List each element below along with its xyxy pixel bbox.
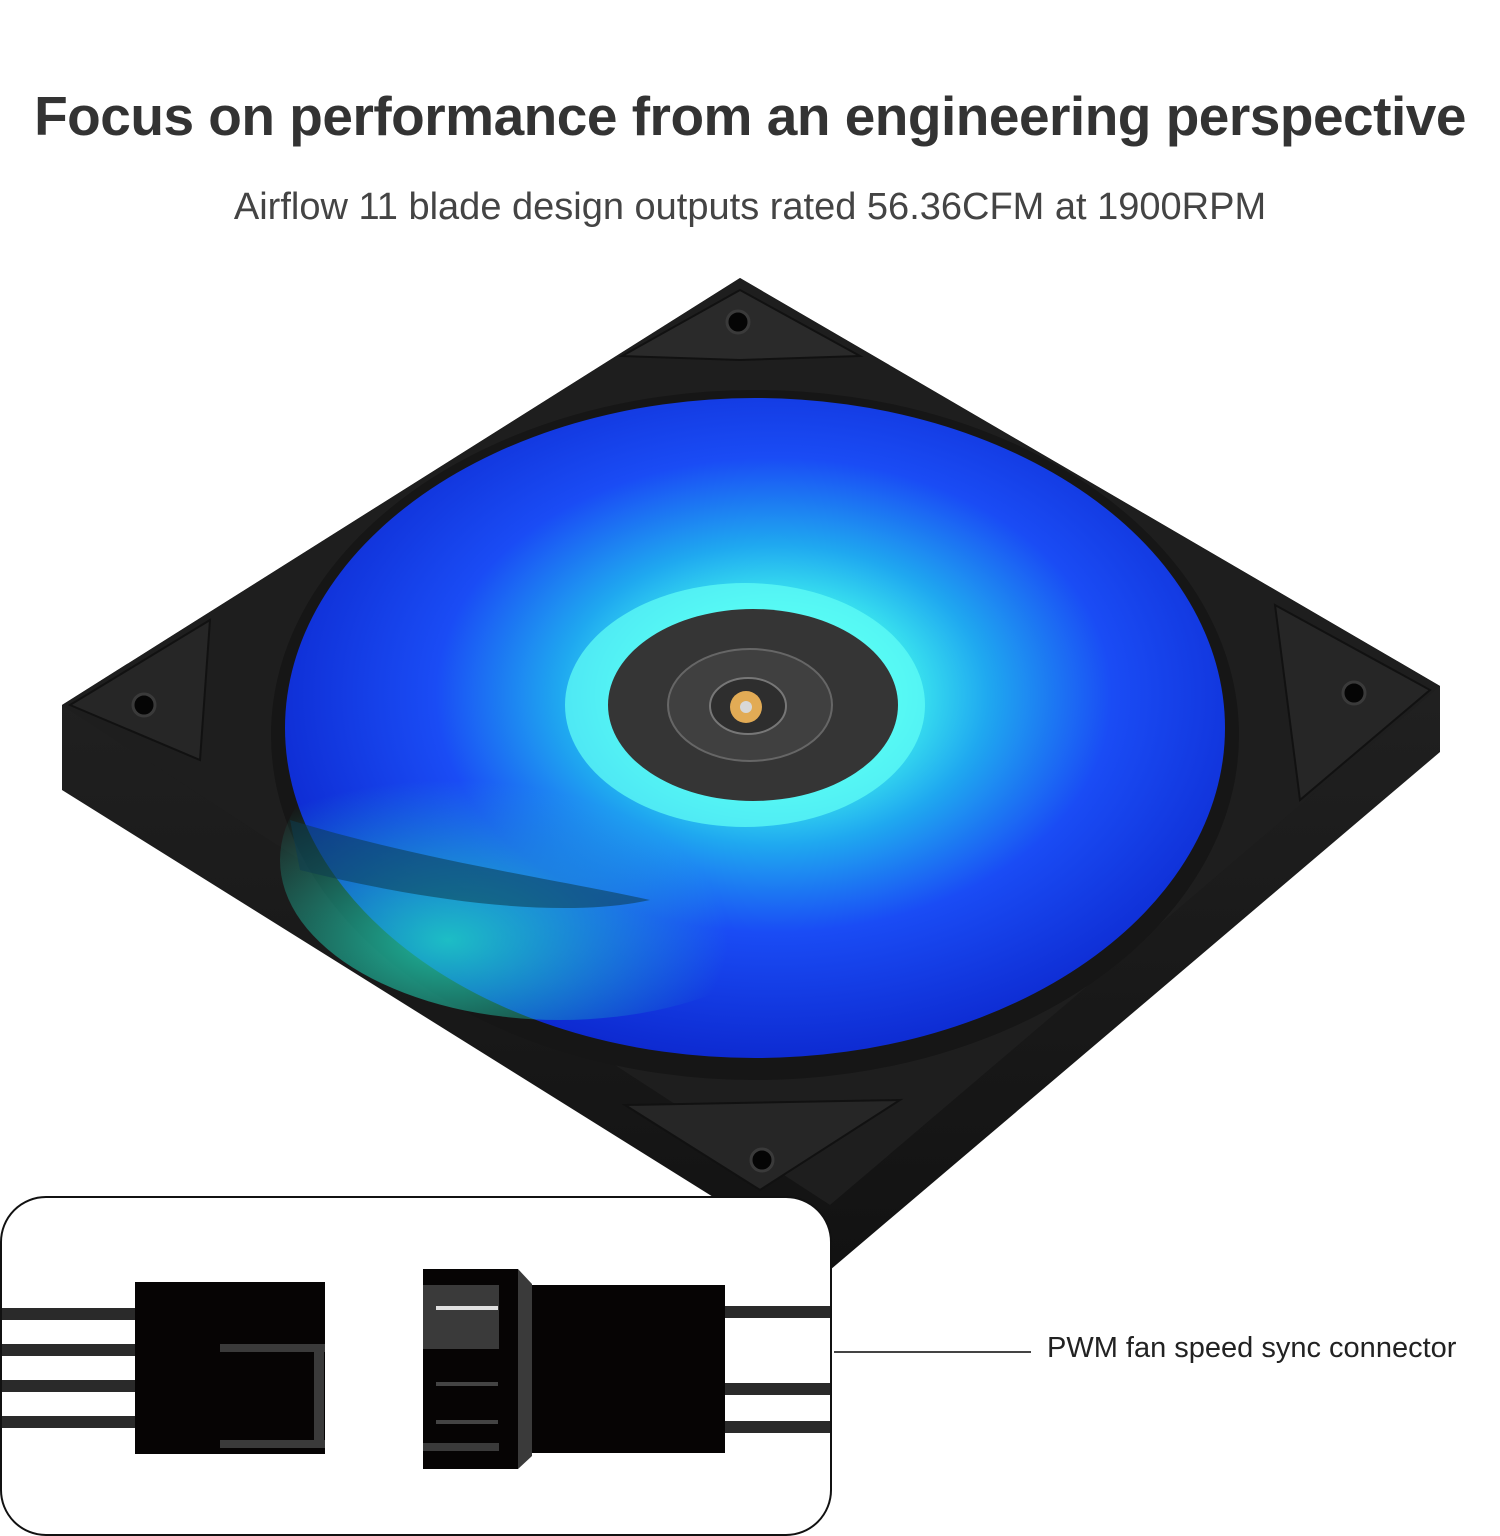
page-subtitle: Airflow 11 blade design outputs rated 56… <box>233 186 1267 228</box>
connector-callout <box>0 1196 832 1536</box>
connector-icon <box>2 1269 830 1469</box>
connector-label: PWM fan speed sync connector <box>1047 1332 1457 1364</box>
leader-line <box>834 1351 1031 1353</box>
fan-icon <box>62 278 1440 1270</box>
page-title: Focus on performance from an engineering… <box>34 85 1466 147</box>
